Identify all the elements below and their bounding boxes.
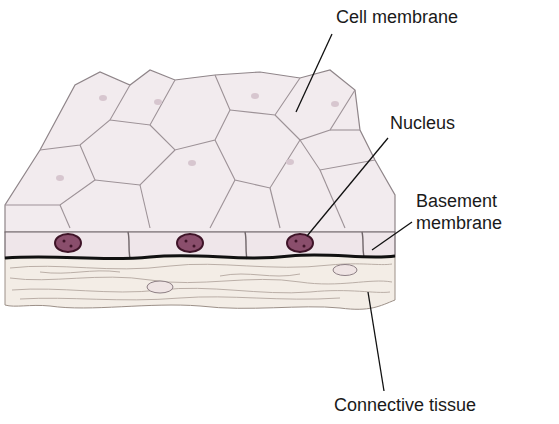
basement-membrane-line bbox=[5, 255, 395, 259]
leader-lines bbox=[296, 34, 412, 391]
callout-label: Basement membrane bbox=[416, 190, 551, 234]
cell-boundaries bbox=[5, 75, 375, 228]
callout-label: Connective tissue bbox=[334, 394, 549, 416]
cell-sheet-surface bbox=[5, 70, 395, 232]
surface-nuclei bbox=[56, 93, 339, 181]
section-nuclei bbox=[55, 234, 313, 252]
fibroblast bbox=[333, 265, 357, 276]
cell-cross-section bbox=[5, 232, 395, 259]
fibroblast bbox=[147, 281, 173, 293]
connective-tissue bbox=[5, 255, 395, 309]
callout-label: Cell membrane bbox=[336, 6, 546, 28]
collagen-fibers bbox=[10, 264, 392, 300]
callout-label: Nucleus bbox=[390, 112, 550, 134]
